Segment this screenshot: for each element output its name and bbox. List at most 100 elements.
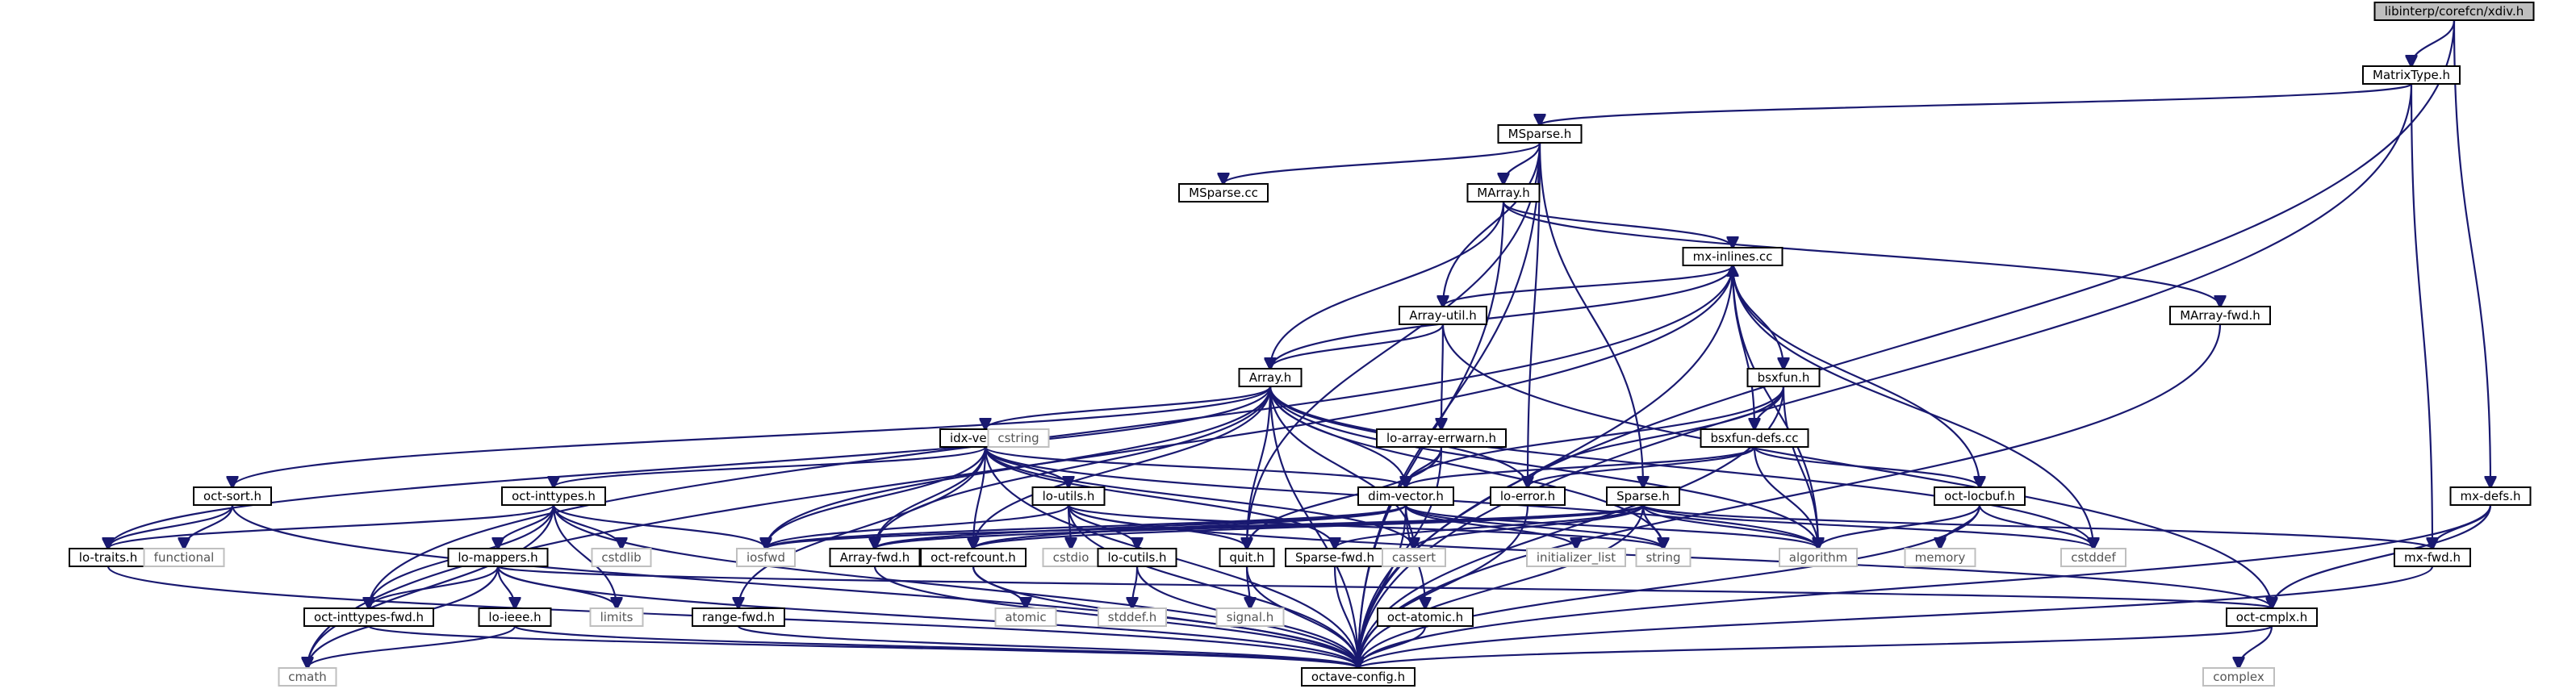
- node-mxfwd[interactable]: mx-fwd.h: [2394, 548, 2471, 567]
- edge-loutils-to-iosfwd: [766, 504, 1070, 549]
- node-box: [591, 548, 652, 567]
- node-label: oct-atomic.h: [1387, 610, 1463, 624]
- node-label: complex: [2213, 670, 2264, 684]
- node-box: [278, 667, 337, 687]
- edge-octlocbuf-to-octaveconfig: [1358, 504, 1981, 668]
- node-root[interactable]: libinterp/corefcn/xdiv.h: [2373, 2, 2535, 21]
- node-label: mx-defs.h: [2460, 489, 2520, 503]
- node-label: oct-locbuf.h: [1944, 489, 2015, 503]
- node-bsxfun[interactable]: bsxfun.h: [1746, 368, 1821, 387]
- node-box: [1301, 667, 1416, 687]
- node-memory: memory: [1904, 548, 1976, 567]
- node-label: MArray-fwd.h: [2180, 308, 2260, 323]
- edge-sparsefwd-to-octaveconfig: [1333, 566, 1358, 668]
- edge-bsxfundefs-to-mxinlines: [1733, 265, 1756, 430]
- edge-idxvector-to-sparsefwd: [984, 446, 1335, 549]
- node-octsort[interactable]: oct-sort.h: [193, 486, 272, 506]
- node-box: [1700, 428, 1809, 448]
- node-label: Sparse-fwd.h: [1295, 550, 1374, 565]
- node-octcmplx[interactable]: oct-cmplx.h: [2226, 607, 2318, 627]
- edge-bsxfundefs-to-algorithm: [1753, 446, 1818, 549]
- node-box: [1606, 486, 1680, 506]
- edge-sparse-to-arrayfwd: [875, 503, 1645, 549]
- node-label: MSparse.cc: [1189, 186, 1258, 200]
- node-box: [193, 486, 272, 506]
- node-box: [478, 607, 552, 627]
- node-msparse[interactable]: MSparse.h: [1497, 124, 1583, 144]
- edge-bsxfundefs-to-dimvector: [1406, 445, 1756, 487]
- node-label: quit.h: [1229, 550, 1264, 565]
- node-box: [1178, 183, 1269, 202]
- node-label: cmath: [288, 670, 326, 684]
- node-box: [1490, 486, 1566, 506]
- node-sparsefwd[interactable]: Sparse-fwd.h: [1285, 548, 1385, 567]
- edge-octcmplx-to-complex: [2239, 625, 2273, 668]
- node-octinttypesfwd[interactable]: oct-inttypes-fwd.h: [303, 607, 434, 627]
- node-matrixtype[interactable]: MatrixType.h: [2362, 65, 2461, 85]
- node-box: [1466, 183, 1541, 202]
- node-octinttypes[interactable]: oct-inttypes.h: [501, 486, 606, 506]
- node-mxdefs[interactable]: mx-defs.h: [2449, 486, 2532, 506]
- node-loieee[interactable]: lo-ieee.h: [478, 607, 552, 627]
- node-array[interactable]: Array.h: [1238, 368, 1303, 387]
- node-octaveconfig[interactable]: octave-config.h: [1301, 667, 1416, 687]
- node-label: range-fwd.h: [702, 610, 775, 624]
- node-marray[interactable]: MArray.h: [1466, 183, 1541, 202]
- dependency-edges: [108, 19, 2490, 668]
- node-bsxfundefs[interactable]: bsxfun-defs.cc: [1700, 428, 1809, 448]
- node-label: libinterp/corefcn/xdiv.h: [2385, 4, 2524, 19]
- node-lotraits[interactable]: lo-traits.h: [69, 548, 148, 567]
- edge-arrayutil-to-loarrayerrwarn: [1441, 324, 1443, 429]
- node-label: mx-inlines.cc: [1693, 249, 1773, 264]
- node-rangefwd[interactable]: range-fwd.h: [692, 607, 785, 627]
- node-octlocbuf[interactable]: oct-locbuf.h: [1934, 486, 2026, 506]
- node-loarrayerrwarn[interactable]: lo-array-errwarn.h: [1376, 428, 1507, 448]
- node-stddef: stddef.h: [1098, 607, 1167, 627]
- node-mxinlines[interactable]: mx-inlines.cc: [1682, 247, 1784, 266]
- node-box: [1219, 548, 1275, 567]
- node-octrefcount[interactable]: oct-refcount.h: [920, 548, 1027, 567]
- edge-root-to-mxdefs: [2453, 19, 2490, 487]
- node-box: [143, 548, 225, 567]
- node-msparsecc[interactable]: MSparse.cc: [1178, 183, 1269, 202]
- node-label: lo-utils.h: [1043, 489, 1095, 503]
- node-quit[interactable]: quit.h: [1219, 548, 1275, 567]
- node-octatomic[interactable]: oct-atomic.h: [1377, 607, 1474, 627]
- edge-array-to-lotraits: [108, 386, 1272, 549]
- node-label: stddef.h: [1108, 610, 1156, 624]
- node-arrayutil[interactable]: Array-util.h: [1399, 306, 1487, 325]
- edge-octinttypes-to-iosfwd: [552, 504, 766, 549]
- node-label: lo-mappers.h: [458, 550, 537, 565]
- node-loerror[interactable]: lo-error.h: [1490, 486, 1566, 506]
- node-box: [1377, 607, 1474, 627]
- node-box: [2169, 306, 2271, 325]
- edge-array-to-octrefcount: [973, 386, 1272, 549]
- edge-octlocbuf-to-algorithm: [1818, 504, 1981, 549]
- node-sparse[interactable]: Sparse.h: [1606, 486, 1680, 506]
- node-lomappers[interactable]: lo-mappers.h: [447, 548, 549, 567]
- node-loutils[interactable]: lo-utils.h: [1031, 486, 1106, 506]
- node-marrayfwd[interactable]: MArray-fwd.h: [2169, 306, 2271, 325]
- node-locutils[interactable]: lo-cutils.h: [1097, 548, 1177, 567]
- edge-msparse-to-marray: [1503, 142, 1541, 184]
- node-complex: complex: [2202, 667, 2275, 687]
- node-arrayfwd[interactable]: Array-fwd.h: [829, 548, 921, 567]
- node-label: mx-fwd.h: [2404, 550, 2461, 565]
- edge-octinttypes-to-octaveconfig: [552, 504, 1358, 668]
- node-dimvector[interactable]: dim-vector.h: [1357, 486, 1454, 506]
- edge-loieee-to-octaveconfig: [513, 624, 1358, 668]
- node-box: [2449, 486, 2532, 506]
- node-label: Array-util.h: [1409, 308, 1477, 323]
- node-label: atomic: [1005, 610, 1046, 624]
- node-box: [501, 486, 606, 506]
- node-box: [1399, 306, 1487, 325]
- node-label: oct-refcount.h: [930, 550, 1016, 565]
- node-label: MSparse.h: [1508, 127, 1572, 141]
- node-label: iosfwd: [746, 550, 785, 565]
- edge-octlocbuf-to-cstddef: [1978, 504, 2093, 549]
- node-label: functional: [154, 550, 215, 565]
- edge-matrixtype-to-mxfwd: [2410, 83, 2432, 549]
- node-string: string: [1635, 548, 1692, 567]
- edge-lomappers-to-octinttypesfwd: [369, 566, 500, 608]
